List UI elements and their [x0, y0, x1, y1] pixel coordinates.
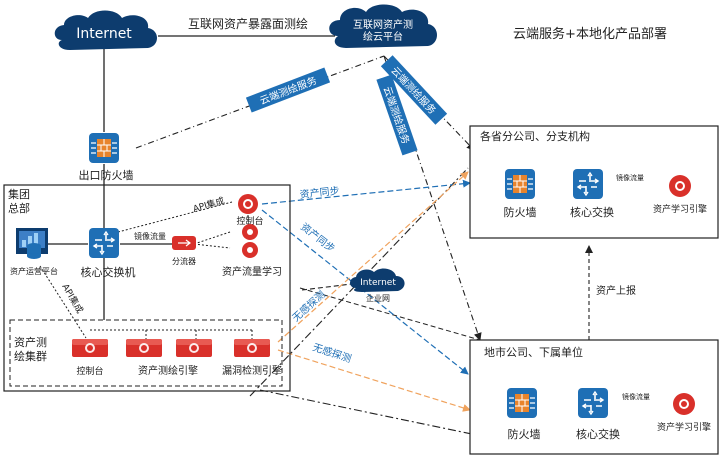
platform-line1: 互联网资产测 [353, 18, 413, 31]
asset-sync-label-2: 资产同步 [298, 220, 338, 255]
cluster-box [9, 319, 283, 387]
asset-ops-platform-label: 资产运营平台 [10, 266, 58, 276]
city-title: 地市公司、下属单位 [484, 345, 583, 359]
core-switch-icon [88, 227, 120, 259]
internet-mid-sub: 企业网 [366, 293, 390, 303]
city-mirror-label: 镜像流量 [622, 392, 650, 401]
vuln-engine-label: 漏洞检测引擎 [222, 364, 282, 377]
branch-switch-icon [572, 168, 604, 200]
cluster-console-icon [72, 339, 108, 357]
branch-switch-label: 核心交换 [570, 205, 614, 219]
city-engine-icon [673, 393, 695, 415]
mirror-traffic-label: 镜像流量 [134, 231, 166, 241]
branch-firewall-label: 防火墙 [504, 205, 537, 219]
survey-engine-label: 资产测绘引擎 [138, 364, 198, 377]
internet-cloud-top: Internet [54, 10, 157, 50]
asset-ops-db-icon [27, 243, 41, 259]
exit-firewall-label: 出口防火墙 [79, 168, 134, 182]
traffic-learning-label: 资产流量学习 [222, 265, 282, 278]
exit-firewall-icon [88, 132, 120, 164]
survey-engine-icon-1 [126, 339, 162, 357]
vuln-engine-icon [234, 339, 270, 357]
api-integration-label-1: API集成 [192, 194, 226, 214]
passive-probe-label-1: 无感探测 [289, 288, 327, 324]
splitter-label: 分流器 [172, 256, 196, 266]
city-firewall-icon [506, 387, 538, 419]
asset-sync-label-1: 资产同步 [299, 184, 340, 201]
core-switch-label: 核心交换机 [81, 265, 136, 279]
survey-engine-icon-2 [176, 339, 212, 357]
city-engine-label: 资产学习引擎 [657, 421, 711, 433]
hq-box [3, 184, 291, 392]
branch-mirror-label: 镜像流量 [616, 173, 644, 182]
cloud-service-tag-1: 云端测绘服务 [245, 67, 331, 113]
city-firewall-label: 防火墙 [508, 427, 541, 441]
console-hq-icon [238, 194, 258, 214]
hq-title-line2: 总部 [8, 201, 30, 215]
branch-engine-label: 资产学习引擎 [653, 203, 707, 215]
passive-probe-label-2: 无感探测 [311, 340, 353, 365]
traffic-learning-node-1 [242, 224, 258, 240]
cluster-console-label: 控制台 [76, 365, 103, 377]
exposure-survey-label: 互联网资产暴露面测绘 [188, 16, 308, 31]
internet-cloud-mid: Internet 企业网 [350, 268, 405, 303]
internet-mid-label: Internet [360, 278, 396, 288]
city-switch-icon [577, 387, 609, 419]
console-hq-label: 控制台 [236, 215, 263, 227]
city-switch-label: 核心交换 [576, 427, 620, 441]
asset-ops-platform-icon [16, 228, 48, 254]
api-integration-label-2: API集成 [59, 282, 86, 316]
branch-engine-icon [669, 175, 691, 197]
traffic-learning-node-2 [242, 242, 258, 258]
branch-firewall-icon [504, 168, 536, 200]
internet-top-label: Internet [76, 26, 132, 42]
asset-report-label: 资产上报 [596, 284, 636, 297]
platform-line2: 绘云平台 [363, 30, 403, 43]
platform-cloud: 互联网资产测 绘云平台 [329, 4, 437, 48]
diagram-title: 云端服务+本地化产品部署 [513, 26, 667, 42]
hq-title-line1: 集团 [8, 187, 30, 201]
cluster-title-line1: 资产测 [14, 335, 47, 349]
branch-title: 各省分公司、分支机构 [480, 129, 590, 143]
splitter-icon [172, 236, 196, 250]
cluster-title-line2: 绘集群 [14, 349, 47, 363]
